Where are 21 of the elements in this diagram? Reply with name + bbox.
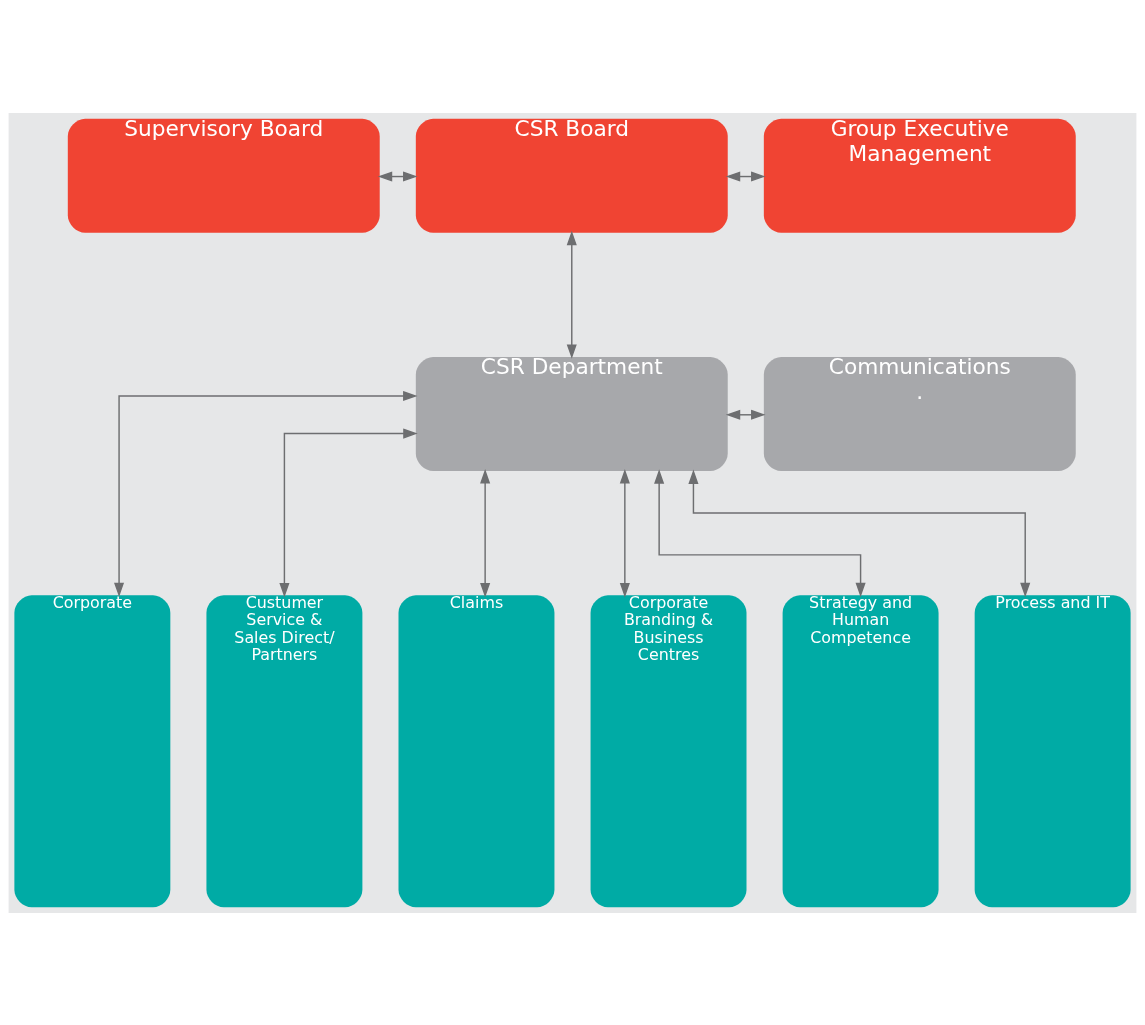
node-box: Group Executive Management <box>763 118 1076 233</box>
arrow <box>566 230 577 359</box>
arrow <box>377 170 418 182</box>
arrow <box>654 468 866 597</box>
arrow <box>279 428 418 597</box>
node-box: Claims <box>398 594 555 907</box>
arrow <box>480 468 491 597</box>
arrow <box>725 170 766 182</box>
node-box: Supervisory Board <box>67 118 380 233</box>
node-box: Custumer Service & Sales Direct/ Partners <box>206 594 363 907</box>
node-box: Corporate Branding & Business Centres <box>590 594 747 907</box>
node-box: Process and IT <box>974 594 1131 907</box>
node-box: CSR Department <box>415 356 728 471</box>
node-box: Communications . <box>763 356 1076 471</box>
node-box: Strategy and Human Competence <box>782 594 939 907</box>
arrow <box>725 409 766 420</box>
node-box: CSR Board <box>415 118 728 233</box>
arrow <box>688 468 1031 597</box>
arrow <box>619 468 630 597</box>
arrow <box>114 390 418 597</box>
node-box: Corporate <box>14 594 171 907</box>
